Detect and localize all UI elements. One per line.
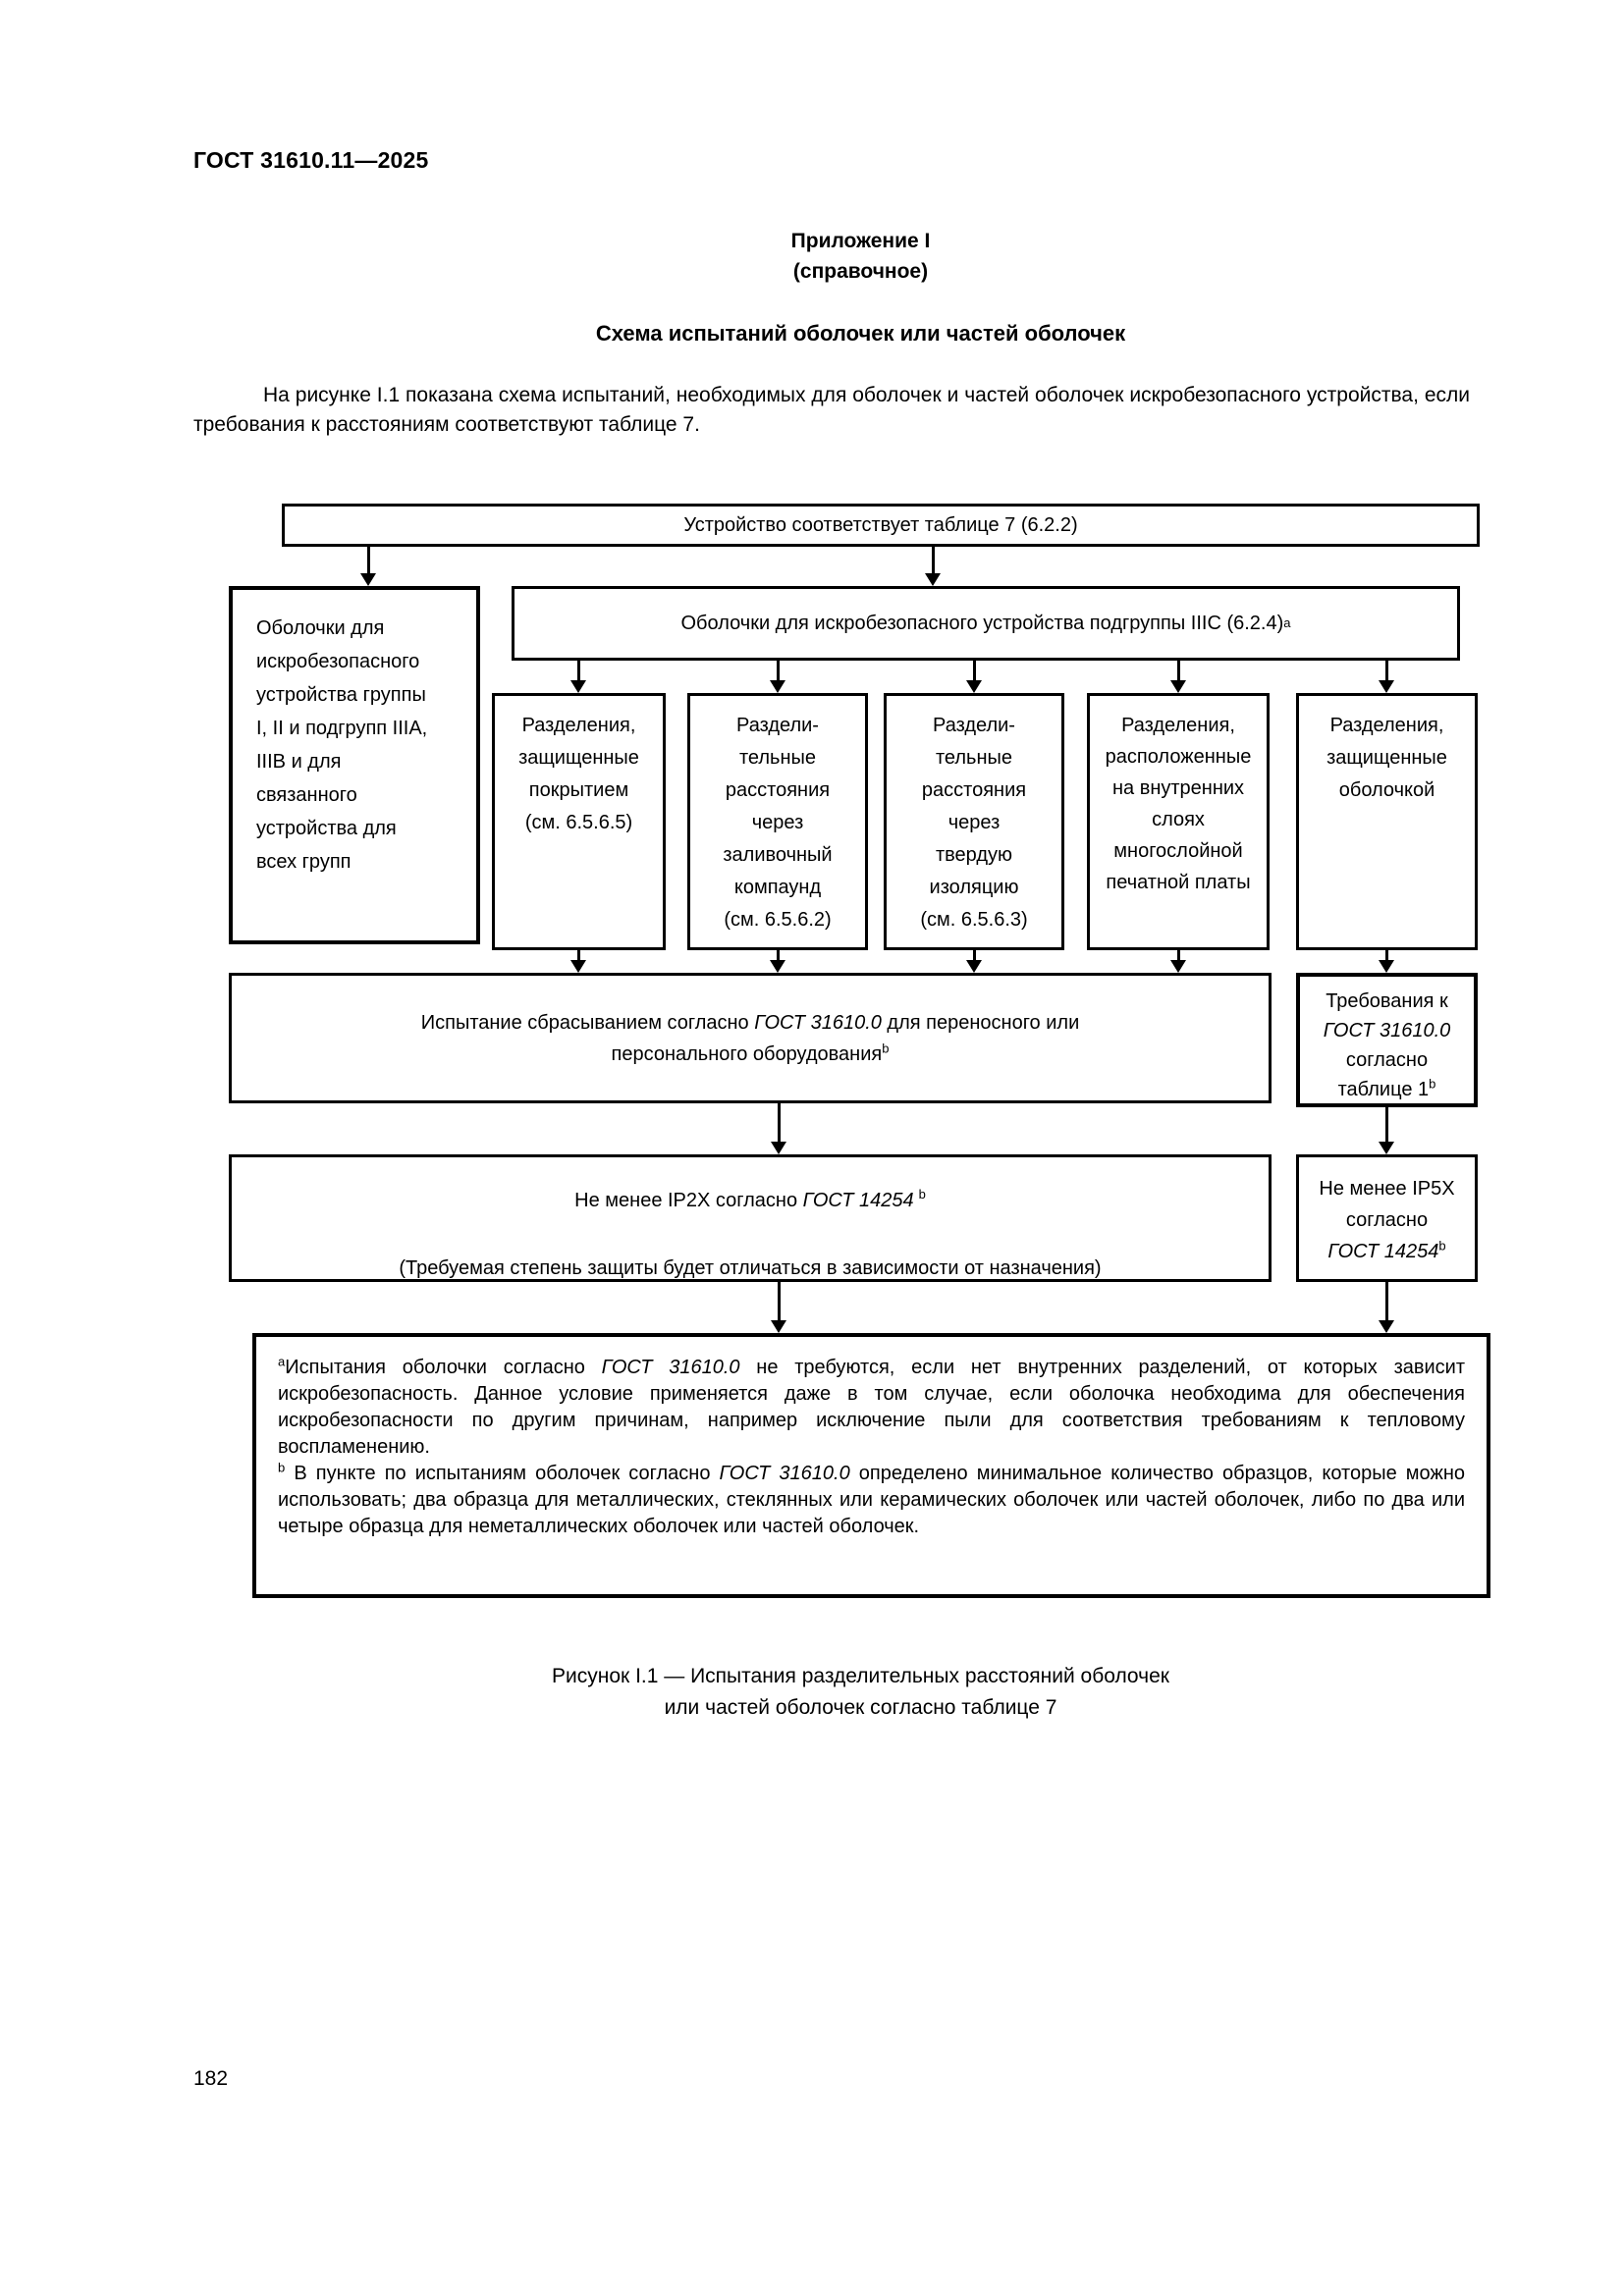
footnote-b: b В пункте по испытаниям оболочек соглас… (278, 1461, 1465, 1540)
branch-coating-box: Разделения, защищенные покрытием (см. 6.… (492, 693, 666, 950)
arrow-down (570, 660, 586, 693)
figure-caption: Рисунок I.1 — Испытания разделительных р… (229, 1661, 1492, 1724)
arrow-down (771, 1282, 786, 1333)
drop-test-text: Испытание сбрасыванием согласно (420, 1012, 755, 1034)
ip2x-text: Не менее IP2X согласно (574, 1190, 803, 1211)
branch-enclosure-box: Разделения, защищенные оболочкой (1296, 693, 1478, 950)
appendix-heading: Приложение I (справочное) (229, 226, 1492, 287)
subgroup-iiic-label: Оболочки для искробезопасного устройства… (680, 612, 1284, 634)
device-box: Устройство соответствует таблице 7 (6.2.… (282, 504, 1480, 547)
drop-test-box: Испытание сбрасыванием согласно ГОСТ 316… (229, 973, 1272, 1103)
req-line3: согласно (1345, 1049, 1429, 1071)
drop-test-line1: Испытание сбрасыванием согласно ГОСТ 316… (232, 1007, 1269, 1039)
footnote-b-text2: определено минимальное количество образц… (278, 1463, 1465, 1537)
drop-test-text2: для переносного или (881, 1012, 1080, 1034)
arrow-down (1170, 950, 1186, 973)
arrow-down (1170, 660, 1186, 693)
subgroup-iiic-box: Оболочки для искробезопасного устройства… (512, 586, 1460, 661)
req-line4-text: таблице 1 (1337, 1079, 1430, 1100)
intro-paragraph: На рисунке I.1 показана схема испытаний,… (193, 384, 1470, 436)
branch-solid-insulation-box: Раздели- тельные расстояния через тверду… (884, 693, 1064, 950)
footnote-a-text: Испытания оболочки согласно (285, 1357, 602, 1378)
footnote-a: aИспытания оболочки согласно ГОСТ 31610.… (278, 1355, 1465, 1461)
arrow-down (570, 950, 586, 973)
group-i-ii-box: Оболочки для искробезопасного устройства… (229, 586, 480, 944)
ip5x-box: Не менее IP5X согласно ГОСТ 14254b (1296, 1154, 1478, 1282)
arrow-down (966, 950, 982, 973)
footnote-b-text: В пункте по испытаниям оболочек согласно (285, 1463, 720, 1484)
footnote-ref-b: b (1438, 1238, 1446, 1254)
arrow-down (771, 1103, 786, 1154)
footnotes-box: aИспытания оболочки согласно ГОСТ 31610.… (252, 1333, 1490, 1598)
arrow-down (966, 660, 982, 693)
arrow-down (360, 546, 376, 586)
arrow-down (1379, 950, 1394, 973)
section-title: Схема испытаний оболочек или частей обол… (595, 321, 1126, 346)
ip5x-line3: ГОСТ 14254b (1299, 1236, 1475, 1267)
footnote-a-marker: a (278, 1354, 286, 1369)
appendix-type: (справочное) (792, 260, 929, 283)
req-line4: таблице 1b (1300, 1075, 1474, 1104)
footnote-ref-b: b (1429, 1076, 1436, 1092)
ip5x-line2: согласно (1345, 1209, 1429, 1231)
appendix-label: Приложение I (790, 230, 931, 252)
gost-31610-ref: ГОСТ 31610.0 (754, 1012, 882, 1034)
footnote-ref-b: b (882, 1041, 890, 1056)
arrow-down (770, 950, 785, 973)
arrow-down (770, 660, 785, 693)
footnote-b-marker: b (278, 1460, 286, 1475)
gost-31610-ref: ГОСТ 31610.0 (1323, 1020, 1451, 1041)
arrow-down (1379, 660, 1394, 693)
figure-caption-line2: или частей оболочек согласно таблице 7 (664, 1696, 1057, 1719)
footnote-ref-b: b (918, 1187, 926, 1202)
drop-test-line2: персонального оборудованияb (232, 1039, 1269, 1070)
gost-14254-ref: ГОСТ 14254 (1327, 1241, 1439, 1262)
ip2x-line1: Не менее IP2X согласно ГОСТ 14254 b (232, 1185, 1269, 1217)
branch-compound-box: Раздели- тельные расстояния через заливо… (687, 693, 868, 950)
doc-header: ГОСТ 31610.11—2025 (193, 147, 429, 173)
ip5x-line1: Не менее IP5X (1319, 1178, 1455, 1200)
arrow-down (1379, 1282, 1394, 1333)
req-line1: Требования к (1326, 990, 1448, 1012)
gost-14254-ref: ГОСТ 14254 (802, 1190, 914, 1211)
ip2x-box: Не менее IP2X согласно ГОСТ 14254 b (Треб… (229, 1154, 1272, 1282)
branch-pcb-layers-box: Разделения, расположенные на внутренних … (1087, 693, 1270, 950)
footnote-a-text2: не требуются, если нет внутренних раздел… (278, 1357, 1465, 1458)
arrow-down (925, 546, 941, 586)
drop-test-text3: персонального оборудования (611, 1043, 883, 1065)
page-number: 182 (193, 2067, 229, 2090)
gost-31610-ref: ГОСТ 31610.0 (601, 1357, 740, 1378)
arrow-down (1379, 1107, 1394, 1154)
figure-caption-line1: Рисунок I.1 — Испытания разделительных р… (552, 1665, 1169, 1687)
gost-requirements-box: Требования к ГОСТ 31610.0 согласно табли… (1296, 973, 1478, 1107)
ip2x-line2: (Требуемая степень защиты будет отличать… (399, 1257, 1102, 1279)
gost-31610-ref: ГОСТ 31610.0 (719, 1463, 850, 1484)
